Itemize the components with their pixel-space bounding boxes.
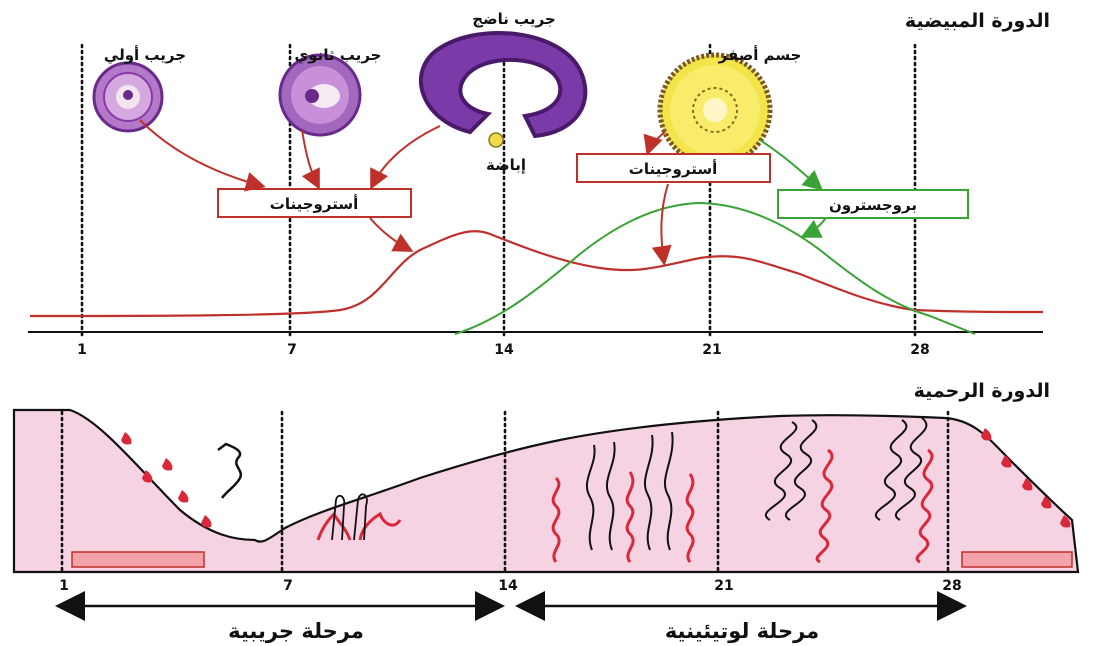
secondary-follicle-icon xyxy=(280,55,360,135)
ovarian-tick-28: 28 xyxy=(910,342,929,358)
uterine-tick-1: 1 xyxy=(59,578,69,594)
ovarian-tick-labels: 1 7 14 21 28 xyxy=(77,342,930,358)
ovarian-tick-7: 7 xyxy=(287,342,297,358)
corpus-luteum-icon xyxy=(660,55,770,165)
menses-marker-right xyxy=(962,552,1072,567)
shedding-annotation xyxy=(218,444,241,498)
primary-follicle-icon xyxy=(94,63,162,131)
ovarian-cycle-title: الدورة المبيضية xyxy=(905,10,1050,32)
uterine-tick-14: 14 xyxy=(498,578,518,594)
follicular-phase-label: مرحلة جريبية xyxy=(228,619,364,643)
ovarian-tick-14: 14 xyxy=(494,342,514,358)
luteal-phase-label: مرحلة لوتيئينية xyxy=(665,619,819,643)
corpus-luteum-label: جسم أصفر xyxy=(718,45,802,64)
uterine-tick-28: 28 xyxy=(942,578,961,594)
uterine-tick-labels: 1 7 14 21 28 xyxy=(59,578,962,594)
progesterone-curve xyxy=(455,203,975,334)
menses-marker-left xyxy=(72,552,204,567)
ovulation-label: إباضة xyxy=(486,156,526,174)
endometrium-layer xyxy=(14,410,1078,572)
uterine-tick-7: 7 xyxy=(283,578,293,594)
ovarian-tick-21: 21 xyxy=(702,342,721,358)
mature-follicle-label: جريب ناضج xyxy=(472,10,555,28)
uterine-cycle-title: الدورة الرحمية xyxy=(914,380,1050,402)
estrogen-box-1-label: أستروجينات xyxy=(270,194,358,213)
secondary-follicle-label: جريب ثانوي xyxy=(295,46,382,65)
uterine-tick-21: 21 xyxy=(714,578,733,594)
ovarian-tick-1: 1 xyxy=(77,342,87,358)
estrogen-curve xyxy=(30,231,1043,316)
estrogen-box-2-label: أستروجينات xyxy=(629,159,717,178)
progesterone-box-label: بروجسترون xyxy=(829,196,917,214)
primary-follicle-label: جريب أولي xyxy=(104,45,186,64)
